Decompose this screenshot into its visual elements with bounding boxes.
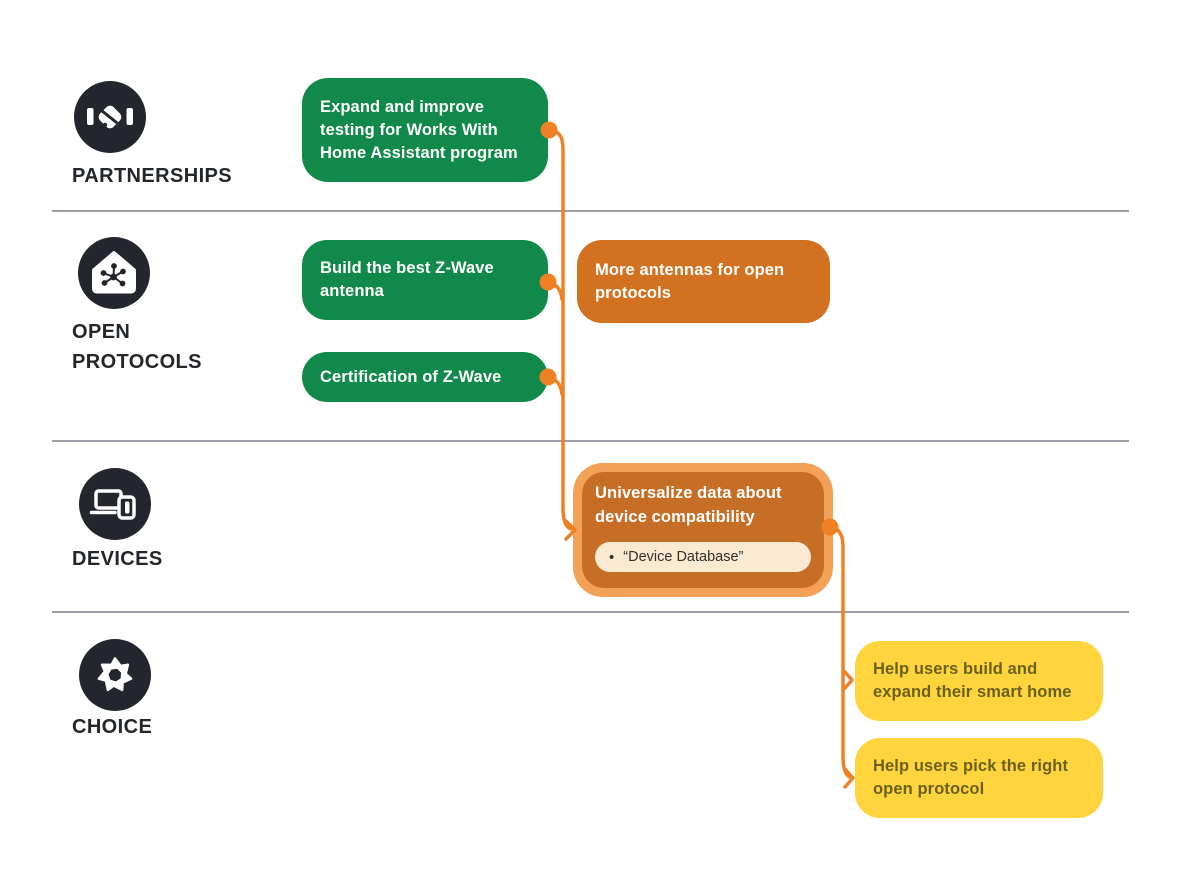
house-network-icon (78, 237, 150, 309)
row-label-devices: DEVICES (72, 548, 163, 570)
handshake-icon (74, 81, 146, 153)
row-label-line: PROTOCOLS (72, 351, 202, 373)
row-label-choice: CHOICE (72, 716, 153, 738)
card-text: More antennas for open protocols (595, 260, 785, 302)
card-text: Help users pick the right open protocol (873, 757, 1069, 798)
card-text: Build the best Z-Wave antenna (320, 259, 494, 300)
card-universalize-data: Universalize data about device compatibi… (573, 463, 833, 597)
arrowhead-help-build (842, 669, 854, 691)
card-text: Certification of Z-Wave (320, 367, 502, 386)
connector-universalize-to-choice (828, 525, 852, 779)
card-more-antennas: More antennas for open protocols (577, 240, 830, 323)
row-label-open-protocols: OPEN PROTOCOLS (72, 317, 202, 377)
card-build-antenna: Build the best Z-Wave antenna (302, 240, 548, 320)
connector-antenna-branch (546, 280, 564, 301)
row-divider (52, 440, 1129, 442)
connector-expand-to-universalize (547, 128, 573, 531)
card-help-build: Help users build and expand their smart … (855, 641, 1103, 721)
row-divider (52, 210, 1129, 212)
card-expand-testing: Expand and improve testing for Works Wit… (302, 78, 548, 182)
card-text: Help users build and expand their smart … (873, 660, 1072, 701)
bullet-marker: • (609, 548, 615, 566)
device-database-pill: • “Device Database” (595, 542, 811, 572)
card-title: Universalize data about device compatibi… (595, 484, 782, 526)
bullet-text: “Device Database” (623, 549, 744, 565)
arrowhead-help-pick (843, 767, 855, 789)
row-divider (52, 611, 1129, 613)
row-label-line: OPEN (72, 321, 131, 343)
laptop-phone-icon (79, 468, 151, 540)
connector-certification-branch (546, 375, 564, 396)
aperture-icon (79, 639, 151, 711)
row-label-partnerships: PARTNERSHIPS (72, 165, 233, 187)
card-universalize-inner: Universalize data about device compatibi… (582, 472, 824, 588)
card-help-pick: Help users pick the right open protocol (855, 738, 1103, 818)
card-text: Expand and improve testing for Works Wit… (320, 97, 518, 162)
card-certification-zwave: Certification of Z-Wave (302, 352, 548, 402)
